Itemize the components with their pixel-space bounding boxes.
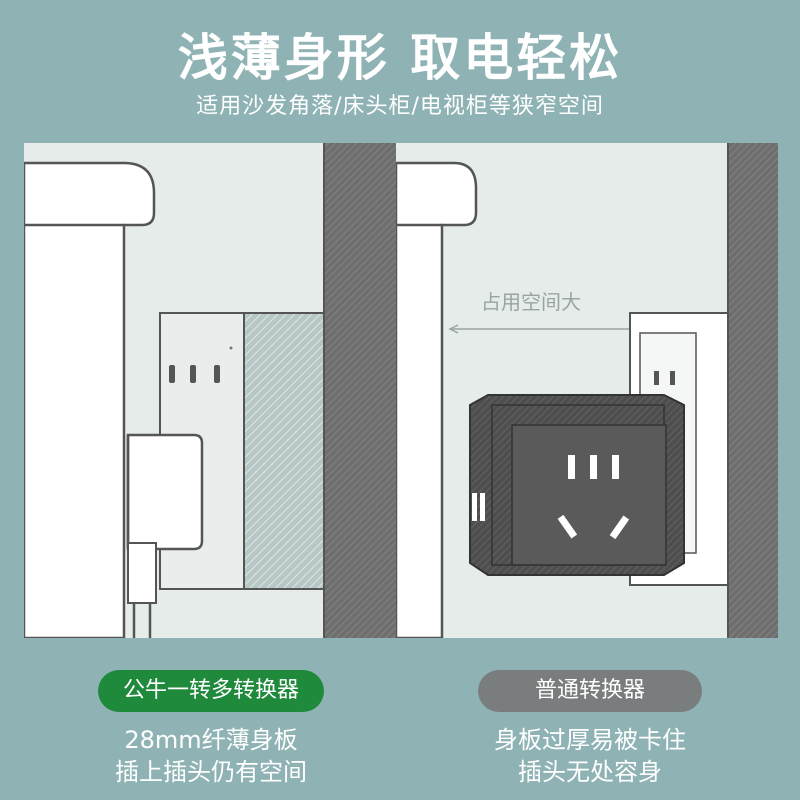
page-title: 浅薄身形 取电轻松	[177, 29, 623, 87]
bull-converter-badge: 公牛一转多转换器	[98, 670, 324, 712]
sofa-arm	[396, 161, 478, 638]
wall	[728, 143, 778, 638]
wall	[324, 143, 406, 638]
desc-line: 插上插头仍有空间	[115, 758, 307, 786]
bull-converter-illustration	[24, 143, 406, 638]
desc-line: 28mm纤薄身板	[124, 726, 298, 754]
desc-line: 身板过厚易被卡住	[494, 726, 686, 754]
inserted-plug	[126, 433, 204, 551]
ordinary-converter-badge: 普通转换器	[478, 670, 702, 712]
sofa-arm	[24, 161, 156, 638]
space-label: 占用空间大	[481, 290, 581, 314]
desc-line: 插头无处容身	[518, 758, 662, 786]
page-subtitle: 适用沙发角落/床头柜/电视柜等狭窄空间	[196, 94, 604, 119]
bull-converter-description: 28mm纤薄身板 插上插头仍有空间	[41, 724, 381, 788]
ordinary-converter-description: 身板过厚易被卡住 插头无处容身	[420, 724, 760, 788]
ordinary-converter-illustration: 占用空间大	[396, 143, 778, 638]
